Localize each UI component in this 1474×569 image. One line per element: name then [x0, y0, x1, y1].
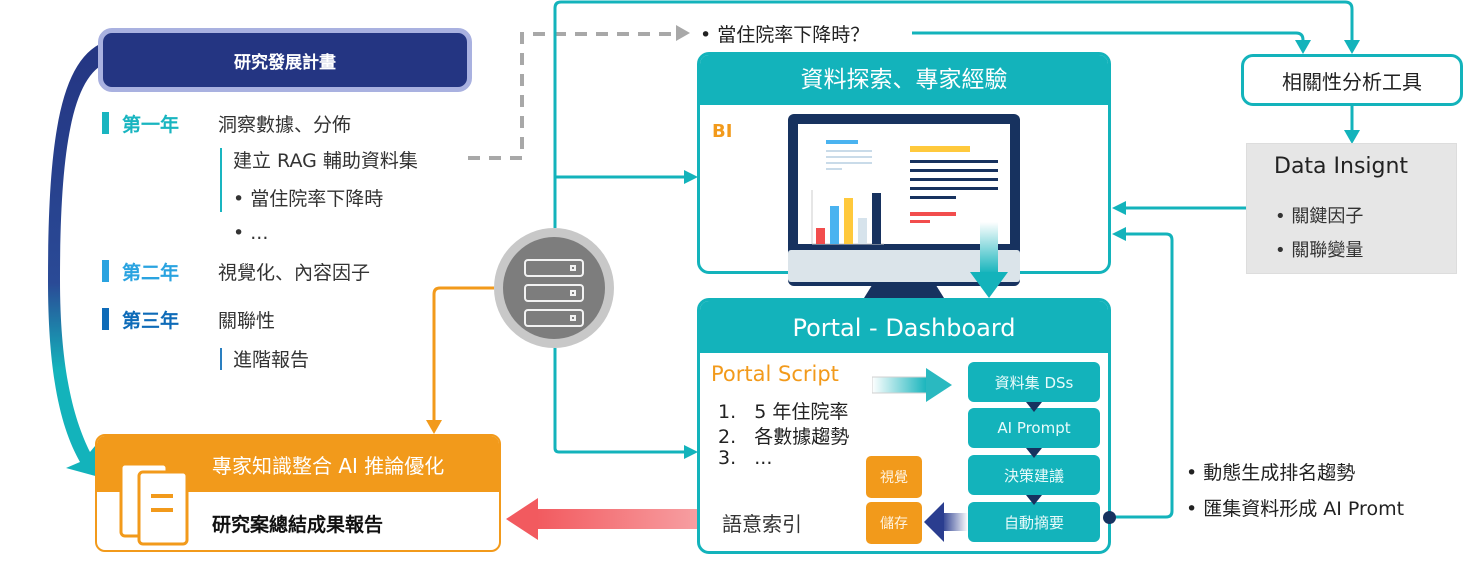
output-box-title: 專家知識整合 AI 推論優化	[212, 454, 445, 478]
advanced-report-label: 進階報告	[233, 349, 310, 371]
server-icon	[494, 228, 614, 348]
script-item: 3. ...	[718, 447, 772, 469]
exploration-panel: 資料探索、專家經驗 BI	[697, 52, 1111, 274]
step-connectors	[1026, 402, 1042, 505]
step-decision: 決策建議	[968, 455, 1100, 495]
bi-label: BI	[712, 121, 733, 142]
plan-title: 研究發展計畫	[98, 28, 472, 92]
exploration-panel-title: 資料探索、專家經驗	[700, 55, 1108, 105]
bullet-text: ...	[250, 222, 269, 244]
script-item: 2. 各數據趨勢	[718, 422, 849, 449]
rag-dataset-label: 建立 RAG 輔助資料集	[233, 150, 418, 172]
arrowhead	[684, 445, 698, 459]
question-label: 當住院率下降時？	[717, 24, 870, 46]
year1-label: 第一年	[122, 114, 180, 136]
server-rack	[524, 284, 584, 302]
script-item-num: 1.	[718, 401, 737, 423]
step-storage: 儲存	[866, 502, 922, 544]
year2-label: 第二年	[122, 262, 180, 284]
year3-marker	[102, 308, 109, 330]
bi-to-portal-arrow	[970, 222, 1008, 298]
script-item-text: 5 年住院率	[754, 401, 849, 423]
red-arrowhead	[506, 498, 538, 540]
server-rack	[524, 259, 584, 277]
semantic-index-label: 語意索引	[722, 512, 802, 536]
step-visual: 視覺	[866, 456, 922, 498]
plan-title-text: 研究發展計畫	[234, 52, 336, 73]
script-item-text: ...	[754, 447, 773, 469]
year1-desc: 洞察數據、分佈	[218, 114, 352, 136]
year3-desc: 關聯性	[218, 310, 276, 332]
arrowhead	[1112, 201, 1126, 215]
question-link	[912, 31, 1305, 42]
documents-icon	[119, 462, 189, 546]
bullet-text: 當住院率下降時	[250, 188, 384, 210]
portal-panel-title: Portal - Dashboard	[700, 301, 1108, 353]
insight-item-text: 關鍵因子	[1291, 206, 1364, 227]
script-item-num: 3.	[718, 447, 737, 469]
arrowhead	[1295, 40, 1311, 54]
year1-bullet-1: • 當住院率下降時	[233, 188, 384, 210]
year2-desc: 視覺化、內容因子	[218, 262, 371, 284]
feedback-loop	[1110, 232, 1174, 519]
data-insight-box: Data Insignt • 關鍵因子 • 關聯變量	[1246, 143, 1457, 274]
year1-bullet-2: • ...	[233, 222, 269, 244]
insight-item: • 關聯變量	[1275, 240, 1364, 261]
right-bullet: • 動態生成排名趨勢	[1186, 462, 1356, 484]
insight-item: • 關鍵因子	[1275, 206, 1364, 227]
year2-marker	[102, 260, 109, 282]
dashed-link	[468, 32, 674, 160]
question-text: • 當住院率下降時？	[700, 24, 870, 46]
trunk-down	[553, 348, 686, 454]
arrowhead	[1344, 130, 1360, 144]
server-to-output	[432, 286, 494, 422]
server-icon-inner	[503, 237, 605, 339]
year1-marker	[102, 112, 109, 134]
script-item: 1. 5 年住院率	[718, 397, 848, 424]
script-to-dataset-arrow	[872, 368, 952, 402]
arrowhead	[684, 170, 698, 184]
step-auto-summary: 自動摘要	[968, 502, 1100, 542]
insight-item-text: 關聯變量	[1291, 240, 1364, 261]
correlation-tool-label: 相關性分析工具	[1282, 69, 1422, 94]
trunk-line	[553, 0, 1354, 228]
arrowhead	[1112, 227, 1126, 241]
right-bullet-text: 匯集資料形成 AI Promt	[1203, 498, 1405, 520]
portal-script-title: Portal Script	[711, 362, 839, 386]
output-box-subtitle: 研究案總結成果報告	[212, 514, 384, 536]
dashed-arrowhead	[676, 25, 690, 41]
data-insight-title: Data Insignt	[1274, 154, 1409, 179]
script-item-num: 2.	[718, 426, 737, 448]
year1-sub-line	[220, 148, 222, 212]
correlation-tool-box: 相關性分析工具	[1241, 54, 1463, 106]
right-bullet-text: 動態生成排名趨勢	[1203, 462, 1356, 484]
step-datasets: 資料集 DSs	[968, 362, 1100, 402]
bi-monitor-illustration	[788, 114, 1020, 298]
year3-sub-line	[220, 348, 222, 370]
script-item-text: 各數據趨勢	[754, 426, 850, 448]
right-bullet: • 匯集資料形成 AI Promt	[1186, 498, 1405, 520]
step-ai-prompt: AI Prompt	[968, 408, 1100, 448]
arrowhead	[1344, 40, 1360, 54]
arrowhead	[426, 420, 442, 434]
output-box: 專家知識整合 AI 推論優化 研究案總結成果報告	[95, 434, 501, 552]
year3-label: 第三年	[122, 310, 180, 332]
server-rack	[524, 309, 584, 327]
summary-to-storage-arrow	[924, 502, 968, 542]
curved-flow-arrow	[48, 42, 110, 480]
connector-dot	[1103, 511, 1116, 524]
